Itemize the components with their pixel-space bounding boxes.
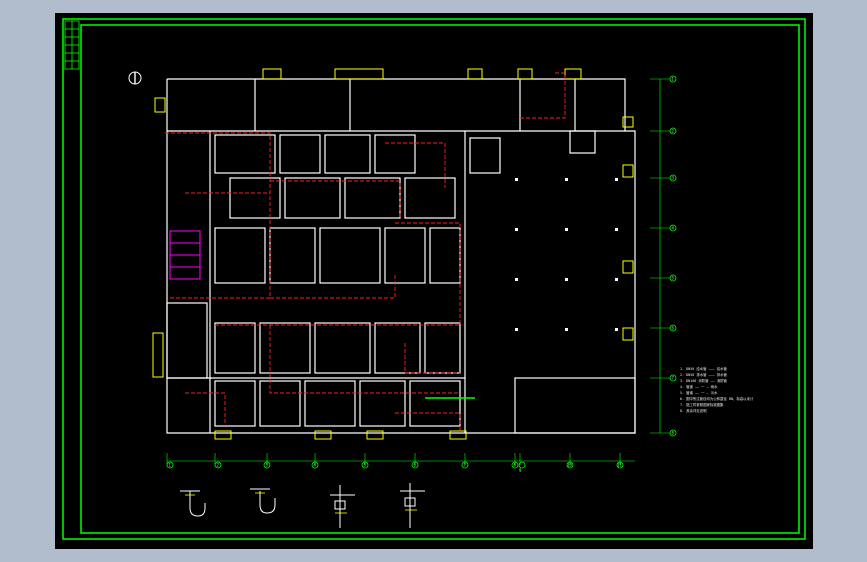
axis-row-label: 4 [672,226,675,231]
note-line: 5. 管道 —— 一 — 污水 [680,390,718,395]
axis-bubbles [166,75,677,469]
axis-col-label: 4 [314,463,317,468]
axis-row-label: 1 [672,77,675,82]
title-strip [64,20,80,70]
note-line: 3. DN100 消防管 —— 消防管 [680,378,727,383]
inner-frame [80,24,800,534]
axis-col-label: 1 [169,463,172,468]
note-line: 7. 施工时参照国家标准图集 [680,402,724,407]
axis-col-label: 9 [519,468,522,473]
pipe-network [165,72,566,431]
axis-row-label: 5 [672,276,675,281]
column-grid [515,178,618,331]
highlight-zone [169,230,201,280]
axis-row-label: 7 [672,376,675,381]
axis-row-label: 2 [672,129,675,134]
note-line: 1. DN50 给水管 ——— 给水管 [680,366,727,371]
note-line: 8. 其余详见说明 [680,408,707,413]
axis-col-label: 11 [617,463,622,468]
axis-col-label: 2 [217,463,220,468]
axis-col-label: 7 [464,463,467,468]
bottom-axis-lines [166,453,635,465]
axis-col-label: 6 [414,463,417,468]
axis-row-label: 6 [672,326,675,331]
note-line: 6. 图中所注管径均为公称直径 DN，标高以米计 [680,396,754,401]
right-axis-lines [650,78,670,434]
axis-col-label: 5 [364,463,367,468]
outer-frame [62,18,806,540]
axis-col-label: 8 [514,463,517,468]
pipe-details-accent [185,492,417,514]
axis-col-labels: 1 2 3 4 5 6 7 8 9 10 11 [169,463,623,474]
axis-col-label: 10 [567,463,572,468]
north-arrow-icon [128,71,142,85]
note-line: 4. 管道 —— 一 — 雨水 [680,384,718,389]
drawing-sheet: 1 2 3 4 5 6 7 8 1 2 3 4 5 6 7 8 9 10 11 [55,13,813,549]
building-walls [166,78,636,434]
floor-plan-drawing: 1 2 3 4 5 6 7 8 1 2 3 4 5 6 7 8 9 10 11 [62,18,806,540]
note-line: 2. DN50 排水管 ——— 排水管 [680,372,727,377]
notes-block: 1. DN50 给水管 ——— 给水管 2. DN50 排水管 ——— 排水管 … [680,366,754,413]
pipe-details [180,483,425,528]
axis-row-label: 3 [672,176,675,181]
axis-row-label: 8 [672,431,675,436]
fixtures [152,68,634,440]
axis-col-label: 3 [266,463,269,468]
axis-row-labels: 1 2 3 4 5 6 7 8 [672,77,675,436]
